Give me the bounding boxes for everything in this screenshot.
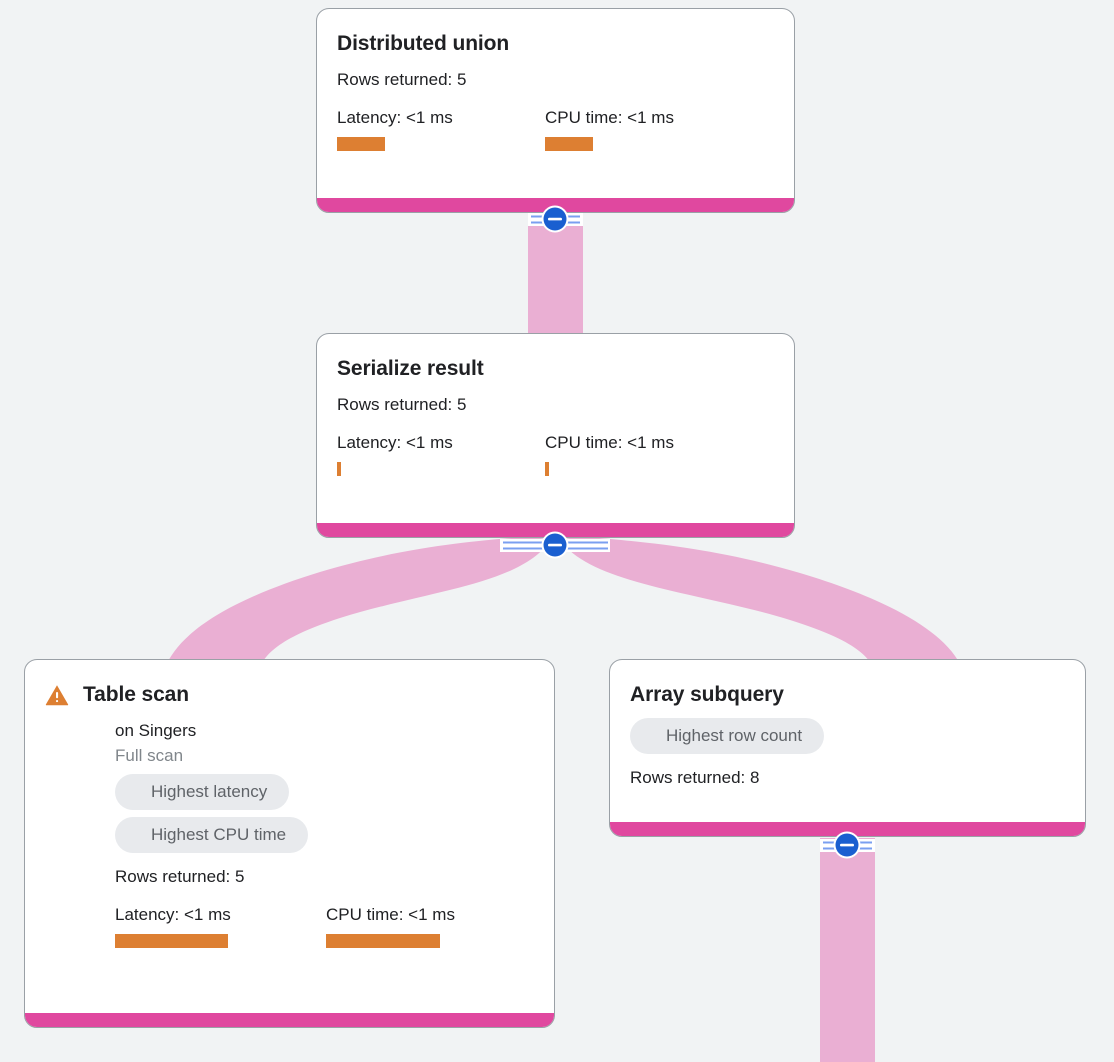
node-array-subquery[interactable]: Array subquery Highest row count Rows re… xyxy=(609,659,1086,837)
node-body: Array subquery Highest row count Rows re… xyxy=(610,660,1085,822)
chip-highest-row-count[interactable]: Highest row count xyxy=(630,718,825,754)
metric-cpu-time-label: CPU time: <1 ms xyxy=(326,905,455,924)
chip-highest-latency[interactable]: Highest latency xyxy=(115,774,290,810)
metric-latency-bar xyxy=(337,462,341,476)
node-footer-bar xyxy=(25,1013,554,1027)
node-title: Distributed union xyxy=(337,32,510,55)
metric-latency: Latency: <1 ms xyxy=(337,432,545,476)
rows-returned: Rows returned: 8 xyxy=(630,768,760,787)
metric-cpu-time-bar xyxy=(545,462,549,476)
metric-cpu-time-label: CPU time: <1 ms xyxy=(545,433,674,452)
node-body: Table scan on Singers Full scan Highest … xyxy=(25,660,554,1013)
node-body: Serialize result Rows returned: 5 Latenc… xyxy=(317,334,794,523)
collapse-array-subquery[interactable] xyxy=(820,831,875,859)
metric-latency-label: Latency: <1 ms xyxy=(337,433,453,452)
metric-latency-bar xyxy=(115,934,228,948)
node-subtitle-scan-type: Full scan xyxy=(115,746,184,765)
collapse-distributed-union[interactable] xyxy=(528,205,583,233)
node-distributed-union[interactable]: Distributed union Rows returned: 5 Laten… xyxy=(316,8,795,213)
metrics-row: Latency: <1 ms CPU time: <1 ms xyxy=(337,432,774,476)
metrics-row: Latency: <1 ms CPU time: <1 ms xyxy=(337,107,774,151)
metric-cpu-time: CPU time: <1 ms xyxy=(545,432,674,476)
node-footer-bar xyxy=(317,198,794,212)
metric-cpu-time-bar xyxy=(545,137,593,151)
node-chips: Highest latency Highest CPU time xyxy=(115,774,534,860)
node-body: Distributed union Rows returned: 5 Laten… xyxy=(317,9,794,198)
node-title-row: Array subquery xyxy=(630,682,1065,708)
metric-cpu-time: CPU time: <1 ms xyxy=(545,107,674,151)
node-chips: Highest row count xyxy=(630,718,1065,761)
node-footer-bar xyxy=(610,822,1085,836)
metric-latency: Latency: <1 ms xyxy=(337,107,545,151)
metrics-row: Latency: <1 ms CPU time: <1 ms xyxy=(115,904,534,948)
node-title: Serialize result xyxy=(337,357,484,380)
node-footer-bar xyxy=(317,523,794,537)
rows-returned: Rows returned: 5 xyxy=(115,867,245,886)
node-subtitle-table: on Singers xyxy=(115,721,197,740)
node-table-scan[interactable]: Table scan on Singers Full scan Highest … xyxy=(24,659,555,1028)
metric-cpu-time: CPU time: <1 ms xyxy=(326,904,455,948)
node-title: Array subquery xyxy=(630,683,784,706)
metric-cpu-time-bar xyxy=(326,934,440,948)
warning-triangle-icon xyxy=(45,685,69,706)
node-title-row: Serialize result xyxy=(337,356,774,382)
metric-cpu-time-label: CPU time: <1 ms xyxy=(545,108,674,127)
metric-latency-label: Latency: <1 ms xyxy=(115,905,231,924)
chip-highest-cpu-time[interactable]: Highest CPU time xyxy=(115,817,309,853)
metric-latency-label: Latency: <1 ms xyxy=(337,108,453,127)
node-serialize-result[interactable]: Serialize result Rows returned: 5 Latenc… xyxy=(316,333,795,538)
rows-returned: Rows returned: 5 xyxy=(337,70,467,89)
rows-returned: Rows returned: 5 xyxy=(337,395,467,414)
metric-latency-bar xyxy=(337,137,385,151)
node-title-row: Distributed union xyxy=(337,31,774,57)
collapse-serialize-result[interactable] xyxy=(500,531,610,559)
node-title-row: Table scan xyxy=(45,682,534,708)
node-title: Table scan xyxy=(83,683,189,706)
metric-latency: Latency: <1 ms xyxy=(115,904,326,948)
